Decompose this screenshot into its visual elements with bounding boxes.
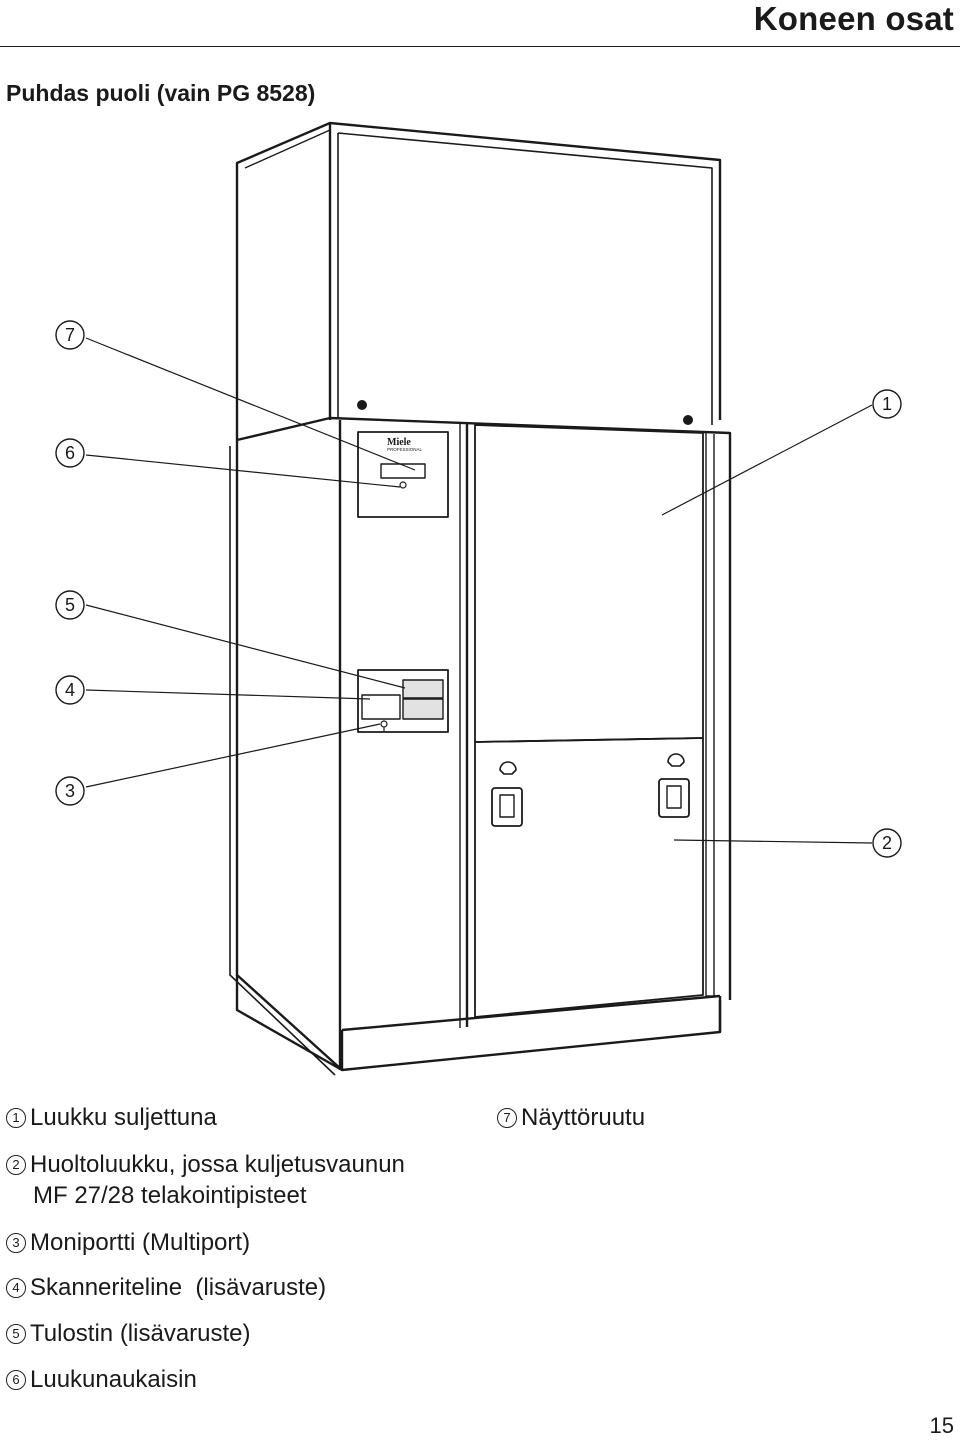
legend-number: 1 <box>6 1108 26 1128</box>
header-divider <box>0 46 960 47</box>
callout-circles <box>55 320 902 858</box>
legend-label: Skanneriteline (lisävaruste) <box>30 1274 327 1301</box>
callout-2: 2 <box>882 833 892 853</box>
callout-5: 5 <box>65 595 75 615</box>
legend-label: Näyttöruutu <box>521 1104 646 1131</box>
callout-leaders <box>85 337 873 844</box>
legend-label: Huoltoluukku, jossa kuljetusvaunun <box>30 1151 405 1178</box>
legend-number: 2 <box>6 1155 26 1175</box>
legend-label: Luukunaukaisin <box>30 1366 197 1393</box>
callout-6: 6 <box>65 443 75 463</box>
figure-subtitle: Puhdas puoli (vain PG 8528) <box>6 80 316 106</box>
legend-number: 6 <box>6 1370 26 1390</box>
page-number: 15 <box>929 1413 954 1438</box>
logo-brand: Miele <box>387 437 411 448</box>
callout-3: 3 <box>65 781 75 801</box>
display-panel <box>357 431 449 518</box>
service-door <box>474 433 720 1018</box>
upper-cabinet <box>235 121 722 440</box>
section-title: Koneen osat <box>753 0 954 37</box>
legend-number: 7 <box>497 1108 517 1128</box>
legend-item-2-continued: MF 27/28 telakointipisteet <box>33 1181 306 1211</box>
legend-label: Luukku suljettuna <box>30 1104 217 1131</box>
legend-label: Moniportti (Multiport) <box>30 1229 251 1256</box>
callout-4: 4 <box>65 680 75 700</box>
main-body <box>229 416 732 1076</box>
legend-label: MF 27/28 telakointipisteet <box>33 1182 307 1209</box>
callout-1: 1 <box>882 394 892 414</box>
legend-number: 5 <box>6 1324 26 1344</box>
miele-logo: Miele PROFESSIONAL <box>387 437 423 452</box>
legend-number: 3 <box>6 1233 26 1253</box>
peripheral-panel <box>357 669 449 733</box>
loading-door <box>474 424 704 743</box>
logo-subline: PROFESSIONAL <box>387 447 423 452</box>
legend-label: Tulostin (lisävaruste) <box>30 1320 251 1347</box>
callout-numbers: 7 6 5 4 3 1 2 <box>65 325 892 853</box>
legend-number: 4 <box>6 1278 26 1298</box>
callout-7: 7 <box>65 325 75 345</box>
